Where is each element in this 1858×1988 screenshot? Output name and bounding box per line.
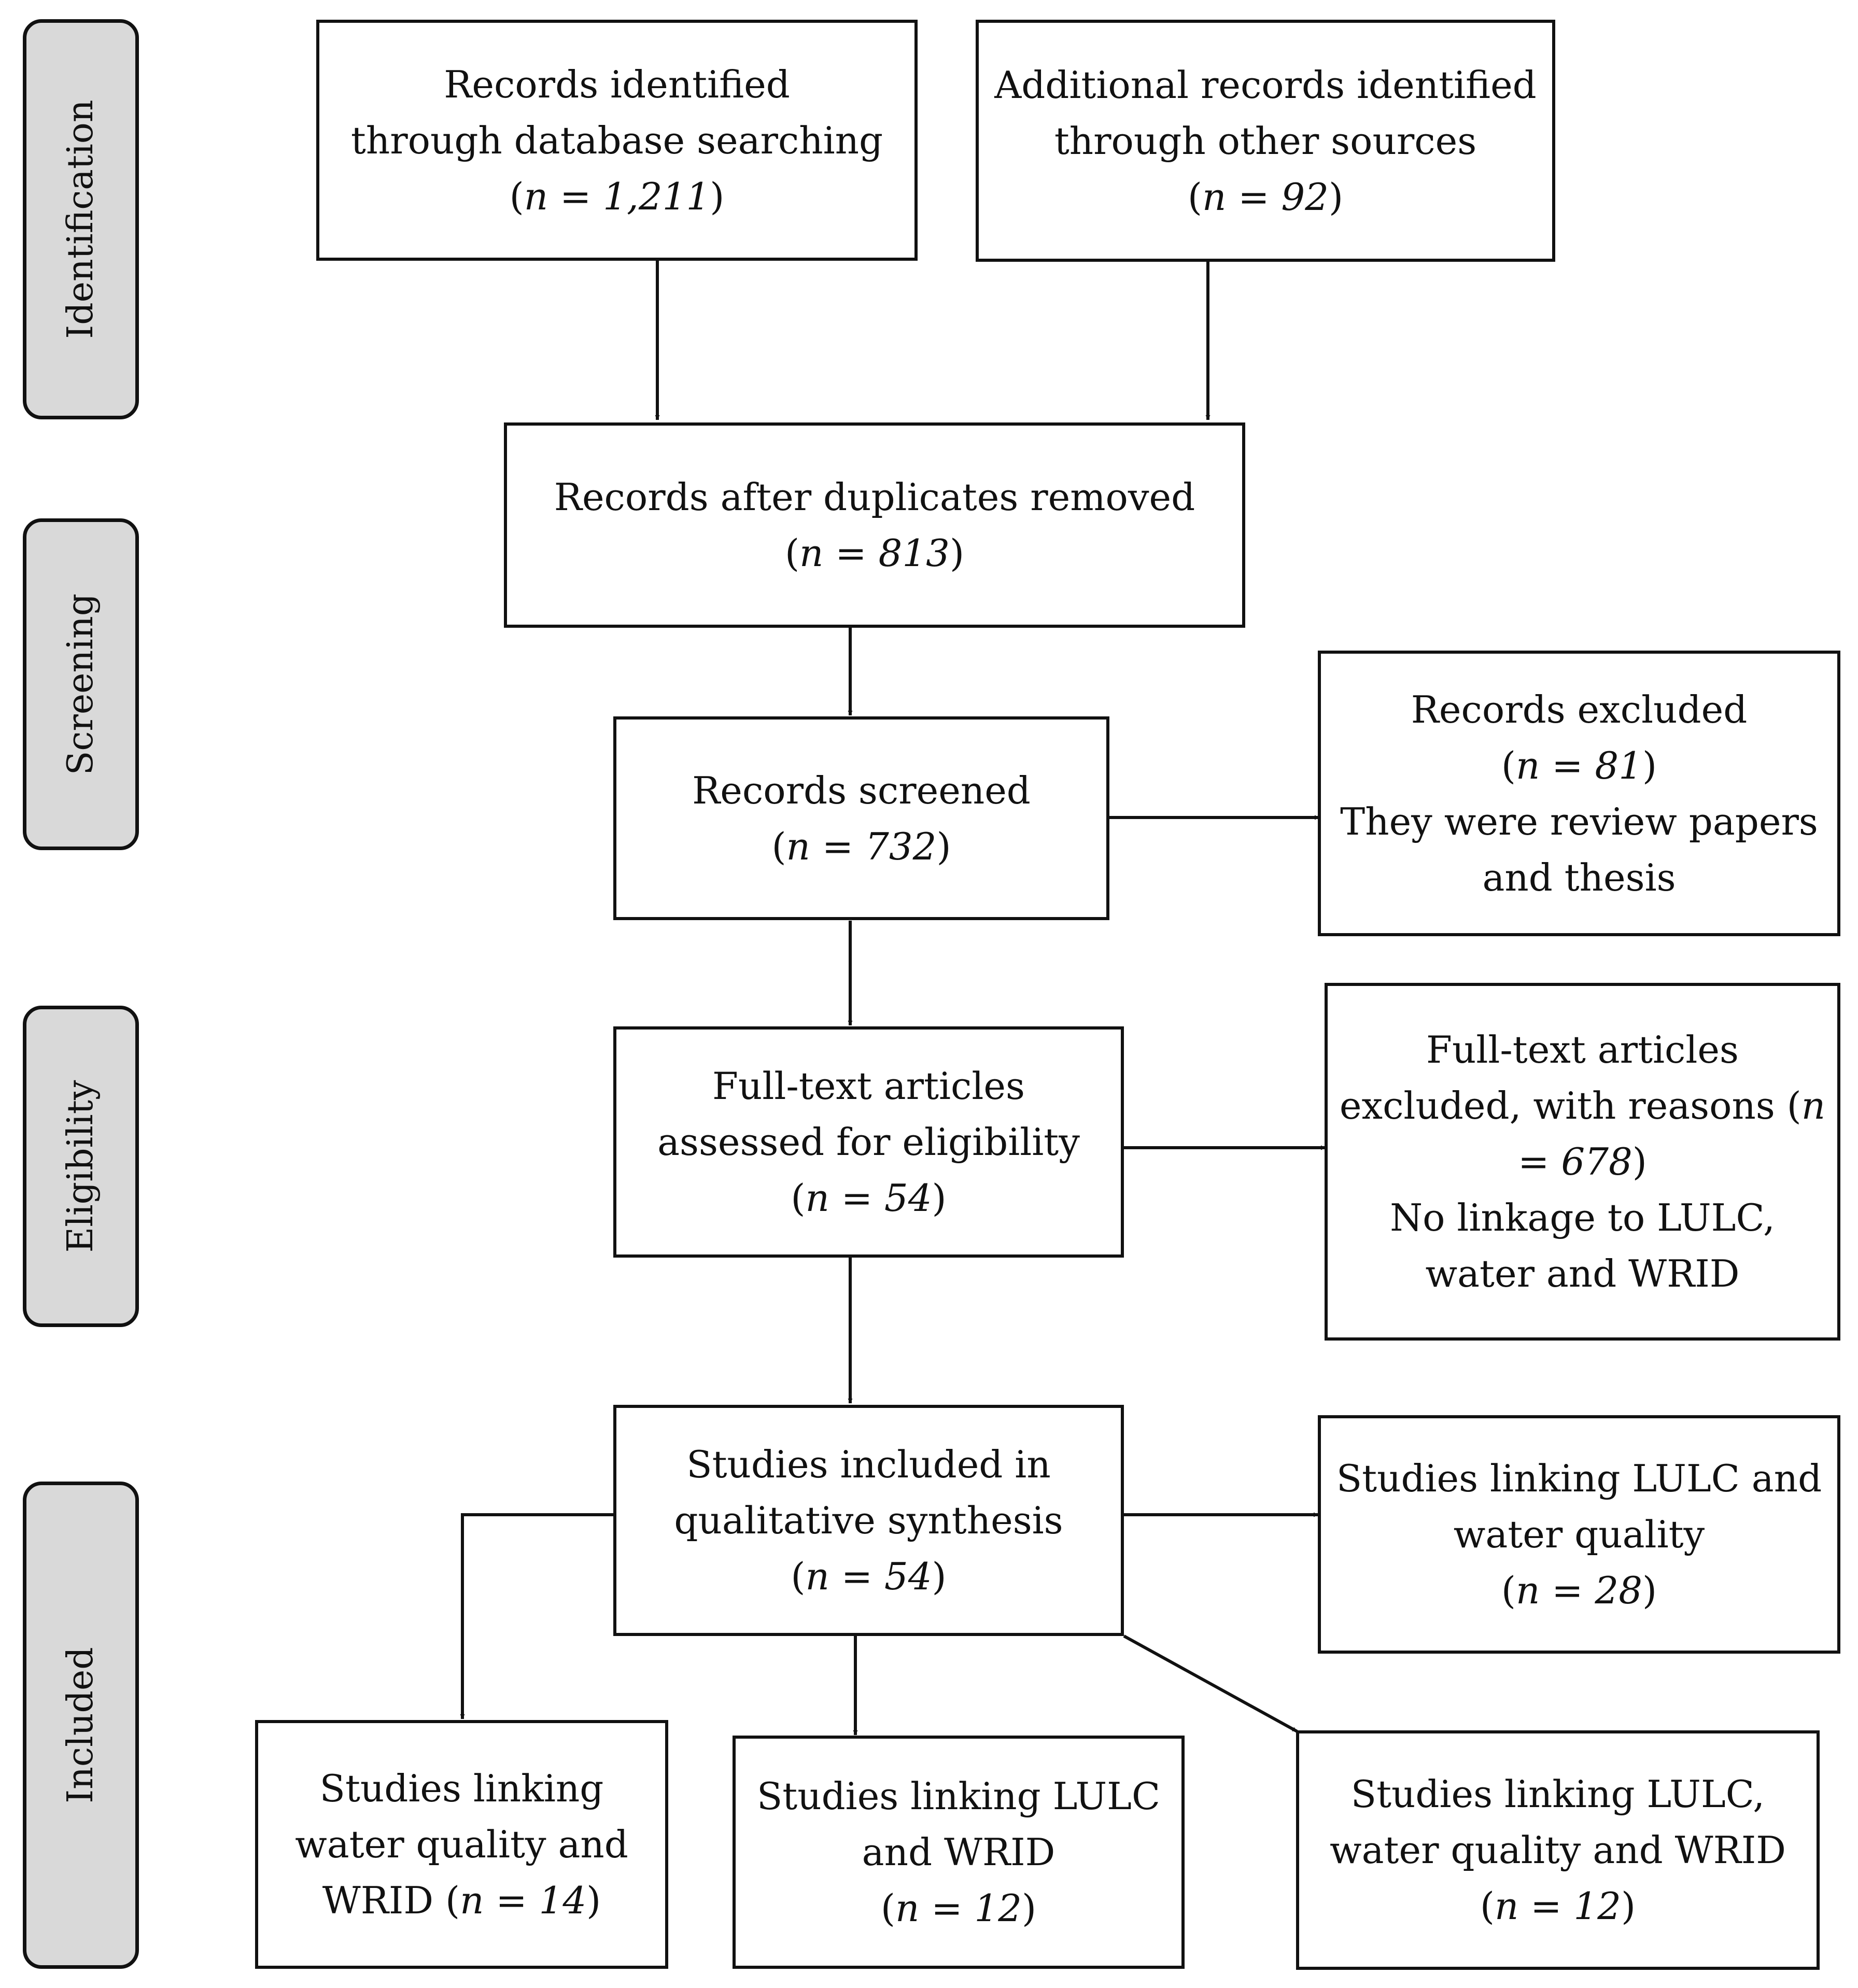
box-records-screened: Records screened (n = 732) — [613, 716, 1109, 920]
phase-eligibility: Eligibility — [23, 1006, 139, 1327]
count-label: n = 12 — [895, 1886, 1022, 1930]
phase-screening-label: Screening — [60, 593, 101, 776]
phase-included: Included — [23, 1482, 139, 1969]
box-duplicates-removed: Records after duplicates removed (n = 81… — [504, 422, 1245, 628]
count-label: n = 732 — [786, 824, 937, 868]
box-full-text-excluded: Full-text articles excluded, with reason… — [1325, 983, 1840, 1341]
box-database-records: Records identified through database sear… — [316, 20, 918, 261]
phase-identification-label: Identification — [60, 100, 101, 339]
box-lulc-wrid: Studies linking LULC and WRID (n = 12) — [733, 1736, 1185, 1969]
box-other-sources: Additional records identified through ot… — [976, 20, 1555, 262]
box-lulc-water-quality: Studies linking LULC and water quality (… — [1318, 1415, 1840, 1654]
phase-identification: Identification — [23, 19, 139, 419]
box-records-excluded: Records excluded (n = 81) They were revi… — [1318, 651, 1840, 936]
arrow-included-to-water-wrid — [460, 1513, 614, 1719]
count-label: n = 1,211 — [524, 174, 710, 218]
count-label: n = 12 — [1494, 1884, 1622, 1928]
count-label: n = 54 — [805, 1176, 932, 1220]
count-label: n = 54 — [805, 1555, 932, 1598]
count-label: n = 14 — [460, 1879, 587, 1922]
count-label: n = 28 — [1515, 1569, 1643, 1612]
phase-screening: Screening — [23, 518, 139, 850]
box-lulc-water-quality-wrid: Studies linking LULC, water quality and … — [1296, 1730, 1820, 1970]
phase-included-label: Included — [60, 1647, 101, 1803]
count-label: n = 92 — [1202, 175, 1329, 219]
phase-eligibility-label: Eligibility — [60, 1080, 101, 1253]
count-label: n = 81 — [1515, 743, 1643, 787]
box-studies-included: Studies included in qualitative synthesi… — [613, 1405, 1124, 1636]
box-water-quality-wrid: Studies linking water quality and WRID (… — [255, 1720, 668, 1969]
count-label: n = 813 — [799, 531, 950, 575]
arrow-included-to-all-three — [1123, 1634, 1298, 1733]
box-full-text-assessed: Full-text articles assessed for eligibil… — [613, 1026, 1124, 1258]
